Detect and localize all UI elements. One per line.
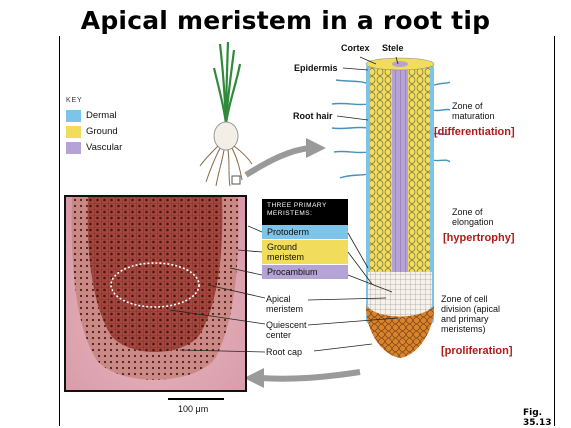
figure-label: Fig. 35.13 (523, 408, 571, 428)
